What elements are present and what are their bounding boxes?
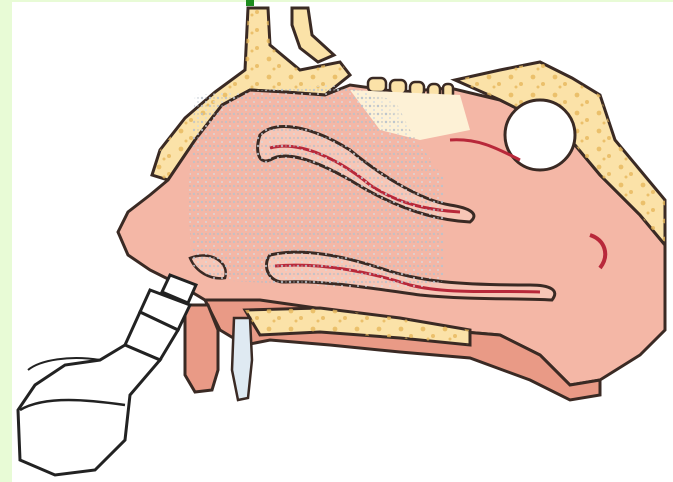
nasal-spray-bottle-icon <box>18 275 196 475</box>
